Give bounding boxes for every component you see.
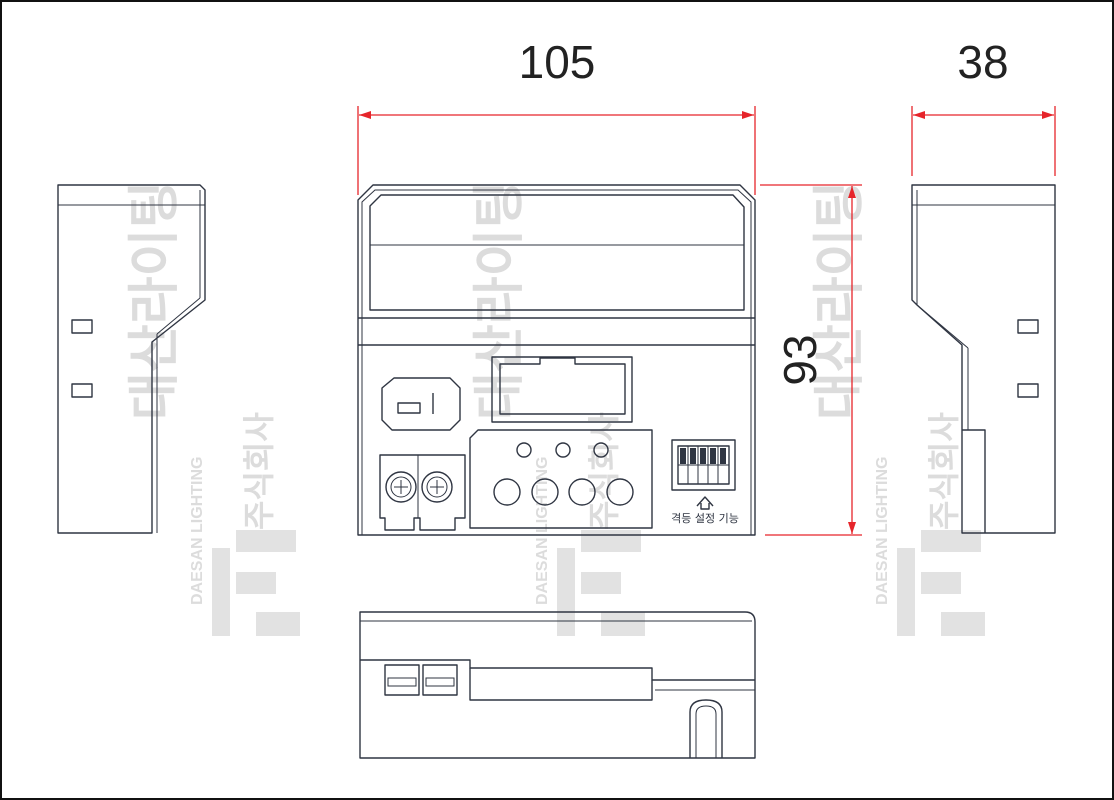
- watermark-company-prefix: 주식회사: [240, 412, 278, 530]
- indicator-hole: [493, 478, 521, 506]
- watermark-company-english: DAESAN LIGHTING: [534, 457, 551, 605]
- up-arrow-icon: [696, 496, 714, 510]
- side-latch-slot: [71, 383, 93, 398]
- watermark-logo: [897, 530, 985, 636]
- watermark-company-prefix: 주식회사: [925, 412, 963, 530]
- indicator-panel: [469, 429, 653, 529]
- height-dimension: 93: [760, 184, 862, 536]
- watermark: 대산라이팅 주식회사 DAESAN LIGHTING: [125, 181, 300, 636]
- bottom-view: [359, 611, 756, 759]
- front-view: 격등 설정 기능: [357, 184, 756, 536]
- watermark-logo: [212, 530, 300, 636]
- top-cover-panel: [369, 194, 745, 311]
- watermark-company-english: DAESAN LIGHTING: [189, 457, 206, 605]
- switch-caption: 격등 설정 기능: [671, 512, 739, 525]
- watermark-company-name: 대산라이팅: [125, 181, 185, 420]
- terminal-block: [379, 454, 466, 531]
- width-dimension-label: 105: [519, 36, 596, 88]
- center-window: [491, 356, 633, 423]
- watermark-company-english: DAESAN LIGHTING: [874, 457, 891, 605]
- indicator-hole: [516, 442, 532, 458]
- watermark-company-prefix: 주식회사: [585, 412, 623, 530]
- indicator-hole: [531, 478, 559, 506]
- side-latch-slot: [1017, 319, 1039, 334]
- terminal-screw: [385, 471, 417, 503]
- left-side-view: [57, 184, 206, 534]
- bottom-terminal: [384, 664, 458, 696]
- depth-dimension-label: 38: [957, 36, 1008, 88]
- watermark: 대산라이팅 주식회사 DAESAN LIGHTING: [810, 181, 985, 636]
- right-side-view: [911, 184, 1056, 534]
- indicator-hole: [568, 478, 596, 506]
- bottom-slot: [689, 699, 723, 758]
- indicator-hole: [606, 478, 634, 506]
- watermark-company-name: 대산라이팅: [810, 181, 870, 420]
- power-connector: [381, 377, 461, 431]
- depth-dimension: 38: [911, 36, 1056, 176]
- side-latch-slot: [1017, 383, 1039, 398]
- height-dimension-label: 93: [774, 334, 826, 385]
- indicator-hole: [593, 442, 609, 458]
- dip-switch: [671, 439, 736, 491]
- terminal-screw: [421, 471, 453, 503]
- side-latch-slot: [71, 319, 93, 334]
- indicator-hole: [555, 442, 571, 458]
- width-dimension: 105: [357, 36, 756, 195]
